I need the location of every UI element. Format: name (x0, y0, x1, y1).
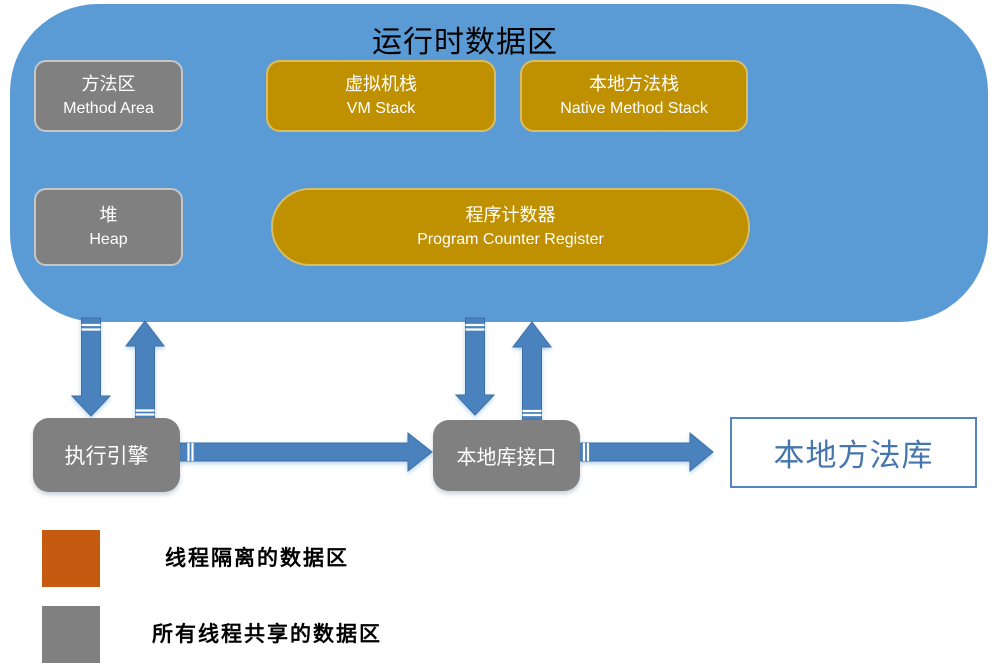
method-area-label-zh: 方法区 (81, 74, 136, 94)
arrow-runtime-to-interface-icon (454, 317, 496, 416)
native-library-label: 本地方法库 (773, 438, 934, 473)
native-stack-label-zh: 本地方法栈 (589, 74, 679, 94)
legend-swatch-thread-shared (42, 606, 100, 663)
method-area-label-en: Method Area (63, 100, 154, 117)
vm-stack-label-zh: 虚拟机栈 (345, 74, 417, 94)
node-pc-register: 程序计数器 Program Counter Register (271, 188, 750, 266)
legend-label-thread-shared: 所有线程共享的数据区 (152, 623, 382, 646)
node-vm-stack: 虚拟机栈 VM Stack (266, 60, 496, 132)
node-heap: 堆 Heap (34, 188, 183, 266)
heap-label-en: Heap (89, 231, 128, 248)
vm-stack-label-en: VM Stack (346, 100, 416, 117)
runtime-area-title: 运行时数据区 (372, 26, 558, 59)
arrow-engine-to-interface-icon (179, 431, 433, 473)
pc-register-label-en: Program Counter Register (417, 231, 604, 248)
heap-label-zh: 堆 (99, 205, 118, 225)
native-interface-label: 本地库接口 (456, 447, 557, 469)
arrow-interface-to-library-icon (579, 431, 714, 473)
legend-label-thread-isolated: 线程隔离的数据区 (165, 547, 349, 570)
node-execution-engine: 执行引擎 (33, 418, 180, 492)
node-method-area: 方法区 Method Area (34, 60, 183, 132)
arrow-runtime-to-engine-icon (70, 317, 112, 417)
node-native-interface: 本地库接口 (433, 420, 580, 491)
execution-engine-label: 执行引擎 (64, 445, 149, 468)
node-native-method-library: 本地方法库 (730, 417, 977, 488)
node-native-method-stack: 本地方法栈 Native Method Stack (520, 60, 748, 132)
pc-register-label-zh: 程序计数器 (465, 205, 556, 225)
legend-swatch-thread-isolated (42, 530, 100, 587)
arrow-interface-to-runtime-icon (511, 321, 553, 421)
arrow-engine-to-runtime-icon (124, 320, 166, 419)
native-stack-label-en: Native Method Stack (560, 100, 708, 117)
runtime-data-area: 运行时数据区 方法区 Method Area 虚拟机栈 VM Stack 本地方… (10, 4, 988, 322)
